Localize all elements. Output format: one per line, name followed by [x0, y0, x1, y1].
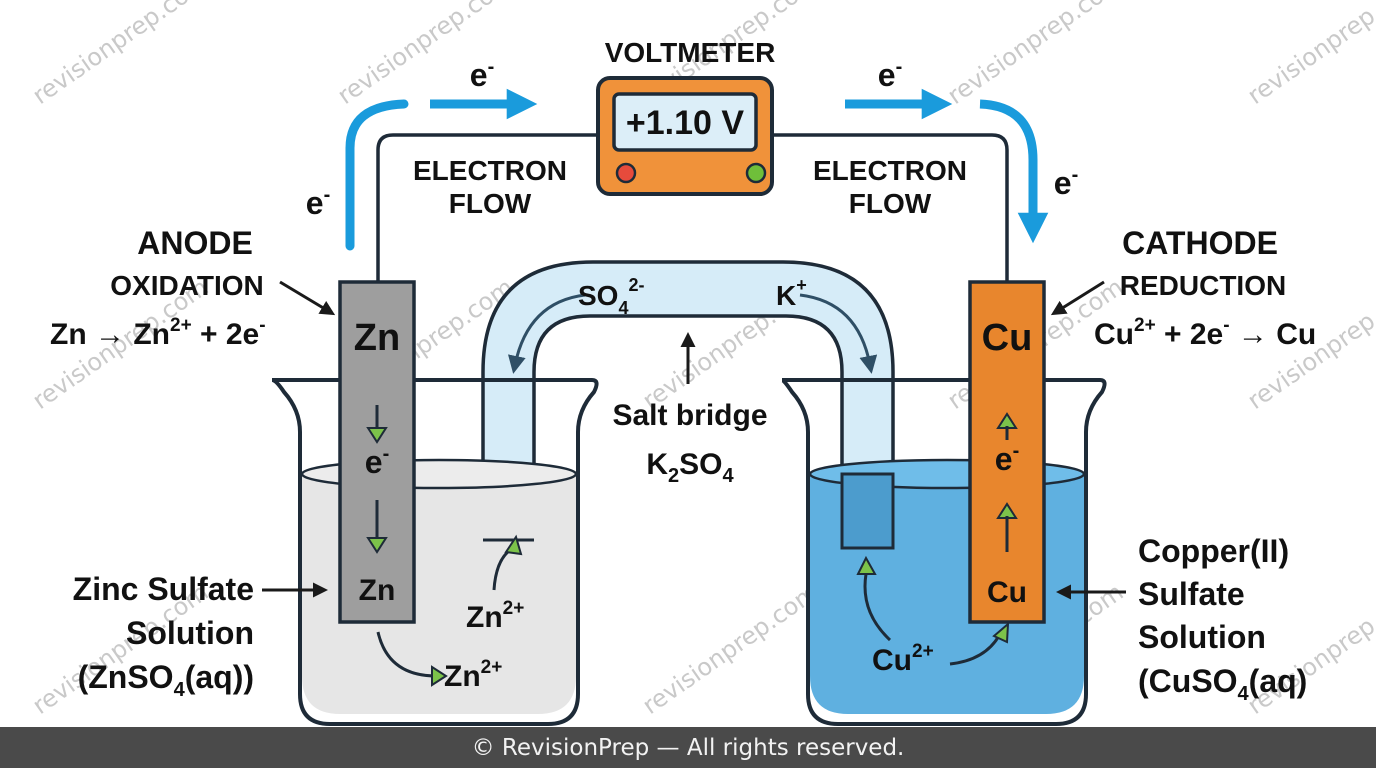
zinc-rod	[338, 280, 416, 624]
cu-ion-arrow-left	[863, 573, 892, 642]
left-beaker-glass	[271, 378, 599, 726]
anode-title: ANODE	[137, 225, 253, 261]
bridge-end-right-immersed	[840, 472, 895, 550]
cathode-subtitle: REDUCTION	[1120, 270, 1286, 301]
copper-rod-label-top: Cu	[982, 317, 1033, 359]
right-solution-line4: (CuSO4(aq)	[1138, 663, 1307, 705]
bridge-cation-label: K+	[776, 275, 807, 311]
right-solution-line3: Solution	[1138, 619, 1266, 655]
external-wire	[376, 133, 1009, 282]
right-beaker-glass	[781, 378, 1107, 726]
anode-pointer	[279, 280, 336, 316]
left-solution-line1: Zinc Sulfate	[73, 571, 254, 607]
zinc-rod-label-bottom: Zn	[359, 574, 396, 607]
electron-label-left: e-	[306, 184, 330, 221]
cu-ion-arrow-left-head-icon	[856, 555, 877, 575]
left-solution-label: Zinc Sulfate Solution (ZnSO4(aq))	[73, 571, 328, 701]
zn-ion-label-bottom: Zn2+	[444, 657, 502, 693]
anode-equation: Zn → Zn2+ + 2e-	[50, 315, 266, 351]
footer-copyright: © RevisionPrep — All rights reserved.	[0, 727, 1376, 768]
right-solution-label: Copper(II) Sulfate Solution (CuSO4(aq)	[1056, 533, 1307, 705]
salt-bridge-label: Salt bridge	[612, 399, 767, 432]
zn-ion-arrow-up-head-icon	[504, 534, 523, 556]
bridge-anion-arrow	[508, 293, 586, 374]
watermark: revisionprep.com	[1242, 0, 1376, 110]
galvanic-cell-diagram: revisionprep.com revisionprep.com revisi…	[27, 0, 1376, 726]
cu-ion-label: Cu2+	[872, 641, 934, 677]
cu-ion-arrow-right-head-icon	[992, 621, 1010, 644]
electron-label-top-left: e-	[470, 56, 494, 93]
copper-rod-label-bottom: Cu	[987, 576, 1027, 609]
voltmeter-display	[612, 92, 758, 152]
watermark: revisionprep.com	[332, 0, 518, 110]
left-solution-line2: Solution	[126, 615, 254, 651]
bridge-anion-label: SO42-	[578, 275, 645, 318]
cathode-equation: Cu2+ + 2e- → Cu	[1094, 315, 1316, 351]
anode-subtitle: OXIDATION	[110, 270, 263, 301]
watermark: revisionprep.com	[27, 0, 213, 110]
voltmeter: VOLTMETER +1.10 V	[596, 37, 776, 196]
electron-label-right: e-	[1054, 164, 1078, 201]
copper-electrode: Cu e- Cu	[968, 280, 1046, 624]
watermark: revisionprep.com	[942, 0, 1128, 110]
right-beaker	[781, 378, 1107, 726]
bridge-cation-arrow	[799, 293, 878, 374]
copper-rod	[968, 280, 1046, 624]
zn-ion-arrow-bottom-head-icon	[431, 665, 448, 687]
right-solution-line1: Copper(II)	[1138, 533, 1289, 569]
zinc-electrode: Zn e- Zn	[338, 280, 416, 624]
zn-ion-arrow-bottom	[376, 631, 437, 678]
zinc-rod-electron-label: e-	[365, 443, 389, 480]
zinc-rod-label-top: Zn	[354, 317, 400, 359]
zinc-down-arrow-head-icon	[366, 537, 388, 554]
voltmeter-title: VOLTMETER	[605, 37, 776, 68]
zn-ion-label-middle: Zn2+	[466, 598, 524, 634]
watermark: revisionprep.com	[637, 578, 823, 720]
red-terminal-icon	[615, 162, 637, 184]
electron-label-top-right: e-	[878, 56, 902, 93]
zinc-down-arrow-head-icon	[366, 427, 388, 444]
green-terminal-icon	[745, 162, 767, 184]
cathode-pointer	[1050, 280, 1105, 316]
flow-arrow-left-up	[345, 99, 409, 251]
copper-rod-electron-label: e-	[995, 440, 1019, 477]
voltmeter-reading: +1.10 V	[626, 104, 744, 142]
left-solution-line3: (ZnSO4(aq))	[78, 659, 254, 701]
flow-arrow-right-down	[979, 99, 1049, 244]
salt-bridge-formula: K2SO4	[646, 448, 734, 487]
electron-flow-arrows	[345, 88, 1049, 251]
cathode-title: CATHODE	[1122, 225, 1278, 261]
right-solution-line2: Sulfate	[1138, 576, 1245, 612]
